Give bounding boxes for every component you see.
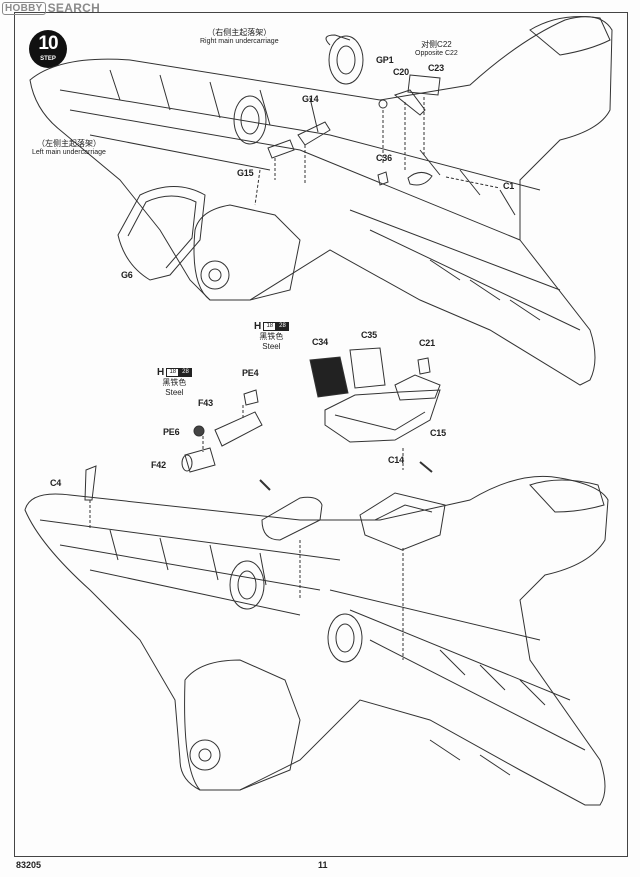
label-c23: C23 bbox=[428, 63, 444, 73]
label-gp1: GP1 bbox=[376, 55, 394, 65]
paint-callout-2-code-a: 18 bbox=[166, 368, 180, 378]
bottom-spinner bbox=[189, 739, 221, 771]
paint-callout-1-cn: 黑铁色 bbox=[259, 332, 284, 341]
part-g15-shape bbox=[267, 139, 295, 159]
part-c4-shape bbox=[84, 465, 97, 501]
bottom-radiator bbox=[359, 492, 446, 551]
watermark: HOBBY SEARCH bbox=[2, 1, 100, 15]
bottom-tail bbox=[529, 479, 605, 513]
part-c36-shape bbox=[377, 171, 389, 186]
label-c21: C21 bbox=[419, 338, 435, 348]
label-c36: C36 bbox=[376, 153, 392, 163]
label-c14: C14 bbox=[388, 455, 404, 465]
top-left-wheel bbox=[233, 95, 267, 145]
paint-callout-1-code-a: 18 bbox=[263, 322, 277, 332]
watermark-logo: HOBBY bbox=[2, 1, 46, 15]
part-c34-shape bbox=[309, 356, 349, 398]
bottom-right-wheel bbox=[327, 613, 363, 663]
label-g6: G6 bbox=[121, 270, 133, 280]
top-engine-cowl-g6 bbox=[117, 186, 206, 281]
top-wing-outline bbox=[29, 16, 613, 386]
part-c23-shape bbox=[407, 74, 441, 96]
label-pe6: PE6 bbox=[163, 427, 180, 437]
paint-callout-2-code-b: 28 bbox=[179, 368, 192, 378]
top-spinner bbox=[200, 260, 230, 290]
top-wing-panel-lines bbox=[59, 69, 581, 331]
right-main-caption-en: Right main undercarriage bbox=[200, 38, 279, 45]
top-tail bbox=[529, 16, 611, 56]
opposite-caption-en: Opposite C22 bbox=[415, 50, 458, 57]
label-g14: G14 bbox=[302, 94, 319, 104]
top-nose bbox=[193, 204, 301, 301]
right-main-caption-cn: （右侧主起落架） bbox=[207, 28, 272, 37]
part-f42-shape bbox=[184, 447, 216, 473]
label-c20: C20 bbox=[393, 67, 409, 77]
label-c35: C35 bbox=[361, 330, 377, 340]
part-gp1-shape bbox=[378, 99, 388, 109]
paint-callout-2-cn: 黑铁色 bbox=[162, 378, 187, 387]
label-f43: F43 bbox=[198, 398, 213, 408]
bottom-wing-outline bbox=[24, 475, 609, 806]
part-c1-shape bbox=[407, 172, 433, 186]
label-c1: C1 bbox=[503, 181, 515, 191]
step-label: STEP bbox=[40, 56, 56, 62]
paint-callout-2-en: Steel bbox=[165, 388, 184, 397]
left-main-caption: （左侧主起落架） Left main undercarriage bbox=[32, 139, 106, 157]
label-f42: F42 bbox=[151, 460, 166, 470]
label-g15: G15 bbox=[237, 168, 254, 178]
bottom-left-wheel bbox=[229, 560, 265, 610]
label-c15: C15 bbox=[430, 428, 446, 438]
part-c21-shape bbox=[417, 357, 431, 375]
part-pe4-shape bbox=[243, 389, 259, 406]
page-number: 11 bbox=[318, 860, 328, 870]
kit-number: 83205 bbox=[16, 860, 42, 870]
right-main-caption: （右侧主起落架） Right main undercarriage bbox=[200, 28, 279, 46]
part-c15-shape bbox=[394, 374, 441, 401]
page-border bbox=[14, 12, 628, 857]
paint-callout-1-en: Steel bbox=[262, 342, 281, 351]
paint-callout-1-code-b: 28 bbox=[276, 322, 289, 332]
opposite-caption: 对侧C22 Opposite C22 bbox=[415, 40, 458, 58]
part-c20-shape bbox=[393, 89, 426, 116]
label-c4: C4 bbox=[50, 478, 62, 488]
part-g14-shape bbox=[297, 121, 331, 146]
paint-callout-1-letter: H bbox=[254, 321, 262, 332]
bottom-nose bbox=[184, 659, 301, 791]
bottom-drop-tank bbox=[261, 496, 323, 541]
step-number: 10 bbox=[38, 33, 58, 54]
part-f43-shape bbox=[214, 411, 263, 447]
paint-callout-2-letter: H bbox=[157, 367, 165, 378]
left-main-caption-cn: （左侧主起落架） bbox=[36, 139, 101, 148]
part-c35-shape bbox=[349, 347, 386, 389]
step-badge: 10 STEP bbox=[29, 30, 67, 68]
watermark-text: SEARCH bbox=[47, 1, 101, 15]
top-right-wheel bbox=[328, 35, 364, 85]
part-c14-shape bbox=[324, 389, 441, 443]
opposite-caption-cn: 对侧C22 bbox=[421, 40, 452, 49]
part-pe6-shape bbox=[193, 425, 205, 437]
label-c34: C34 bbox=[312, 337, 328, 347]
label-pe4: PE4 bbox=[242, 368, 259, 378]
left-main-caption-en: Left main undercarriage bbox=[32, 149, 106, 156]
bottom-wing-panel-lines bbox=[39, 519, 586, 776]
